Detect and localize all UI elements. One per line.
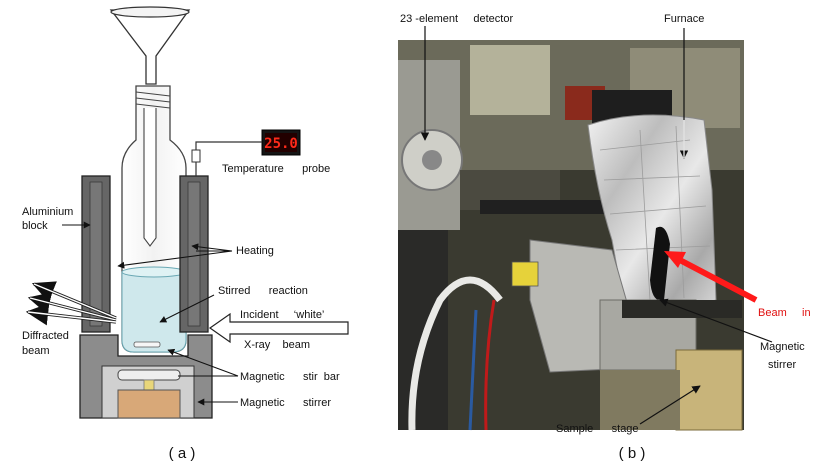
- photo-cable-white: [408, 276, 503, 431]
- photo-stage-plate: [600, 370, 680, 430]
- stir-bar-inner: [133, 341, 161, 348]
- label-beam-in: Beam in: [758, 307, 811, 319]
- caption-a: ( a ): [169, 445, 196, 462]
- inner-rod: [143, 108, 157, 247]
- stir-bar-shaft: [143, 379, 155, 391]
- beam-in-arrowhead: [664, 251, 686, 268]
- leader-lines-a: [62, 221, 239, 406]
- photo-equipment-left-dark: [398, 230, 448, 430]
- temperature-probe: [191, 149, 201, 163]
- label-xray-beam: X-ray beam: [244, 339, 310, 351]
- label-diffracted: Diffracted: [22, 330, 69, 342]
- label-magnetic-stirrer: Magnetic stirrer: [240, 397, 331, 409]
- diffracted-beams: [25, 281, 117, 326]
- photo-yellow-tag: [511, 261, 539, 287]
- photo-cable-red: [484, 299, 496, 431]
- label-block: block: [22, 220, 48, 232]
- label-detector: 23 -element detector: [400, 13, 513, 25]
- panel-a-schematic: 25.0 Temperature probe Al: [22, 6, 349, 462]
- magnetic-stir-bar: [117, 369, 181, 381]
- photo-bench-top: [480, 200, 620, 214]
- label-heating: Heating: [236, 245, 274, 257]
- photo-sample-stage: [675, 349, 743, 431]
- photo-beam-port: [650, 226, 670, 301]
- funnel: [109, 9, 191, 85]
- beam-in-arrow: [674, 255, 758, 303]
- probe-wire: [195, 141, 262, 156]
- photo-detector-core: [422, 150, 442, 170]
- display-screen: [265, 133, 297, 152]
- label-furnace: Furnace: [664, 13, 704, 25]
- label-stirrer-b: stirrer: [768, 359, 796, 371]
- aluminium-block-right-inner: [187, 181, 201, 327]
- funnel-rim: [110, 6, 190, 18]
- caption-b: ( b ): [619, 445, 646, 462]
- display-value: 25.0: [264, 136, 298, 152]
- magnetic-stirrer-base: [117, 389, 181, 419]
- incident-beam-arrow: [208, 312, 349, 344]
- photo-dark-rail: [622, 300, 742, 318]
- label-magnetic: Magnetic: [760, 341, 805, 353]
- tube-thread: [135, 91, 171, 109]
- photo-bg-window: [470, 45, 550, 115]
- label-stirred-reaction: Stirred reaction: [218, 285, 308, 297]
- aluminium-block-left-inner: [89, 181, 103, 327]
- photo-cable-blue: [468, 309, 478, 431]
- label-aluminium: Aluminium: [22, 206, 73, 218]
- panel-b-photo: 23 -element detector Furnace Beam in Mag…: [398, 13, 811, 462]
- label-incident-white: Incident ‘white’: [240, 309, 324, 321]
- reaction-liquid: [121, 271, 187, 353]
- label-sample-stage: Sample stage: [556, 423, 639, 435]
- label-temperature-probe: Temperature probe: [222, 163, 330, 175]
- label-beam: beam: [22, 345, 50, 357]
- liquid-surface: [121, 266, 187, 278]
- label-stir-bar: Magnetic stir bar: [240, 371, 340, 383]
